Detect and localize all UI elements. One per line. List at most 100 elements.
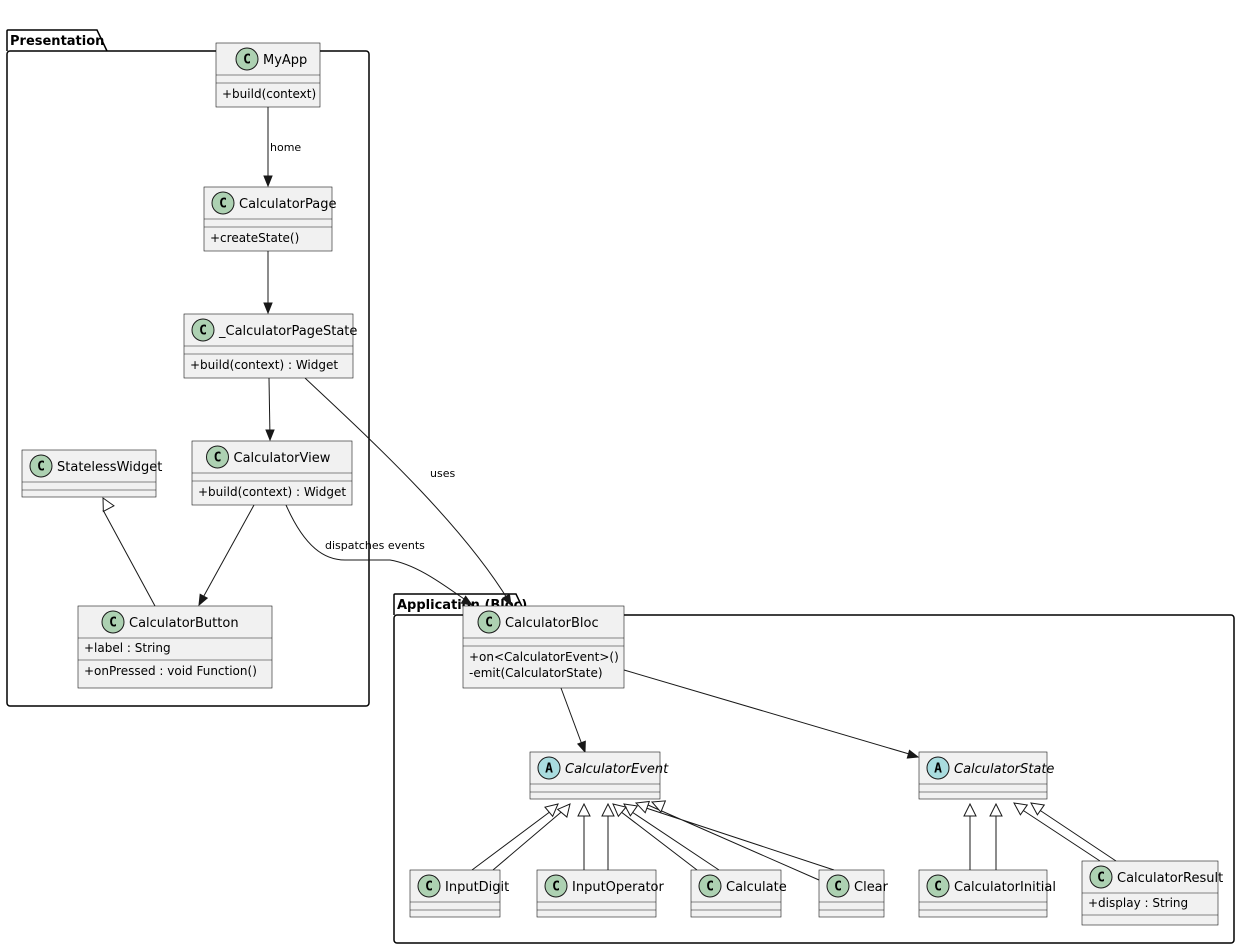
svg-text:C: C — [485, 616, 493, 631]
arrow-head — [576, 740, 586, 754]
edge-line — [471, 807, 567, 871]
class-calculator-page[interactable]: C CalculatorPage +createState() — [203, 186, 337, 252]
arrow-head — [906, 749, 920, 759]
class-calculator-event[interactable]: A CalculatorEvent — [529, 751, 669, 800]
association-edge-calculator-page-to-calculator-page-state — [263, 251, 273, 315]
inheritance-triangle — [544, 803, 559, 818]
edge-line — [639, 804, 835, 881]
inheritance-triangle — [601, 802, 615, 817]
inheritance-triangle — [556, 803, 571, 818]
svg-text:C: C — [552, 880, 560, 895]
inheritance-triangle — [577, 802, 591, 817]
class-calculator-button[interactable]: C CalculatorButton +label : String +onPress… — [77, 605, 273, 689]
package-presentation: Presentation — [6, 29, 370, 707]
class-field: +label : String — [84, 641, 171, 655]
svg-text:C: C — [243, 53, 251, 68]
class-calculator-initial[interactable]: C CalculatorInitial — [918, 869, 1056, 918]
class-calculator-page-state[interactable]: C_CalculatorPageState+build(context) : W… — [183, 313, 357, 379]
class-name: Clear — [854, 880, 889, 895]
svg-text:C: C — [214, 451, 222, 466]
edge-line — [102, 509, 156, 607]
arrow-head — [263, 302, 273, 315]
class-icon: C — [826, 874, 850, 898]
class-icon: C — [191, 318, 215, 342]
class-my-app[interactable]: C MyApp +build(context) — [215, 42, 321, 108]
class-method: +build(context) — [222, 87, 316, 101]
class-calculator-bloc[interactable]: C CalculatorBloc +on<CalculatorEvent>() -em… — [462, 605, 625, 689]
inheritance-edge-input-digit-to-calculator-event — [471, 803, 571, 871]
class-name: CalculatorEvent — [565, 762, 669, 777]
class-method: +build(context) : Widget — [198, 485, 346, 499]
edge-line — [615, 807, 720, 871]
svg-text:C: C — [706, 880, 714, 895]
class-icon: C — [477, 610, 501, 634]
class-method: +onPressed : void Function() — [84, 664, 257, 678]
class-name: CalculatorInitial — [954, 880, 1056, 895]
class-calculator-result[interactable]: C CalculatorResult +display : String — [1081, 860, 1223, 926]
class-name: CalculatorResult — [1117, 871, 1223, 886]
class-icon: C — [29, 454, 53, 478]
class-clear[interactable]: C Clear — [818, 869, 889, 918]
class-name: CalculatorButton — [129, 616, 239, 631]
class-icon: C — [101, 610, 125, 634]
edge-line — [268, 377, 271, 439]
class-icon: C — [235, 47, 259, 71]
edge-label: dispatches events — [325, 539, 425, 552]
inheritance-edge-calculator-button-to-stateless-widget — [102, 497, 156, 607]
class-field: +display : String — [1088, 896, 1188, 910]
inheritance-triangle — [650, 800, 667, 813]
class-method: +on<CalculatorEvent>() — [469, 650, 619, 664]
edge-line — [304, 377, 511, 604]
svg-text:C: C — [934, 880, 942, 895]
arrow-head — [198, 593, 209, 607]
svg-text:C: C — [219, 197, 227, 212]
class-name: InputOperator — [572, 880, 665, 895]
edge-line — [199, 504, 255, 604]
class-icon: C — [417, 874, 441, 898]
edge-line — [583, 812, 609, 870]
arrow-head — [263, 175, 273, 188]
edges-layer — [102, 107, 1117, 881]
abstract-class-icon: A — [537, 756, 561, 780]
class-method: +build(context) : Widget — [190, 358, 338, 372]
package-title: Presentation — [10, 34, 104, 49]
association-edge-calculator-page-state-to-calculator-view — [265, 377, 275, 442]
class-name: CalculatorBloc — [505, 616, 599, 631]
package-frame — [393, 614, 1235, 944]
svg-text:C: C — [199, 324, 207, 339]
svg-text:C: C — [834, 880, 842, 895]
package-tab — [6, 29, 108, 52]
edge-line — [623, 669, 917, 757]
inheritance-triangle — [612, 803, 627, 818]
class-icon: C — [1089, 865, 1113, 889]
inheritance-triangle — [1013, 802, 1029, 816]
class-input-operator[interactable]: C InputOperator — [536, 869, 665, 918]
edge-line — [560, 687, 585, 751]
arrow-head — [501, 593, 512, 607]
svg-text:C: C — [425, 880, 433, 895]
edge-line — [969, 812, 997, 870]
association-edge-calculator-bloc-to-calculator-event — [560, 687, 586, 754]
edge-label: uses — [430, 467, 455, 480]
class-name: MyApp — [263, 53, 307, 68]
inheritance-triangle — [989, 802, 1003, 817]
class-method: +createState() — [210, 231, 299, 245]
association-edge-calculator-page-state-to-calculator-bloc — [304, 377, 512, 607]
class-method: -emit(CalculatorState) — [469, 666, 603, 680]
svg-text:C: C — [1097, 871, 1105, 886]
inheritance-edge-calculator-initial-to-calculator-state — [963, 802, 1003, 870]
classes-layer: C MyApp +build(context) C CalculatorPage +cre… — [21, 42, 1223, 926]
arrow-head — [265, 429, 275, 442]
class-name: CalculatorPage — [239, 197, 337, 212]
class-icon: C — [206, 445, 229, 469]
edge-line — [285, 504, 471, 604]
inheritance-triangle — [623, 803, 639, 817]
inheritance-triangle — [963, 802, 977, 817]
abstract-class-icon: A — [926, 756, 950, 780]
